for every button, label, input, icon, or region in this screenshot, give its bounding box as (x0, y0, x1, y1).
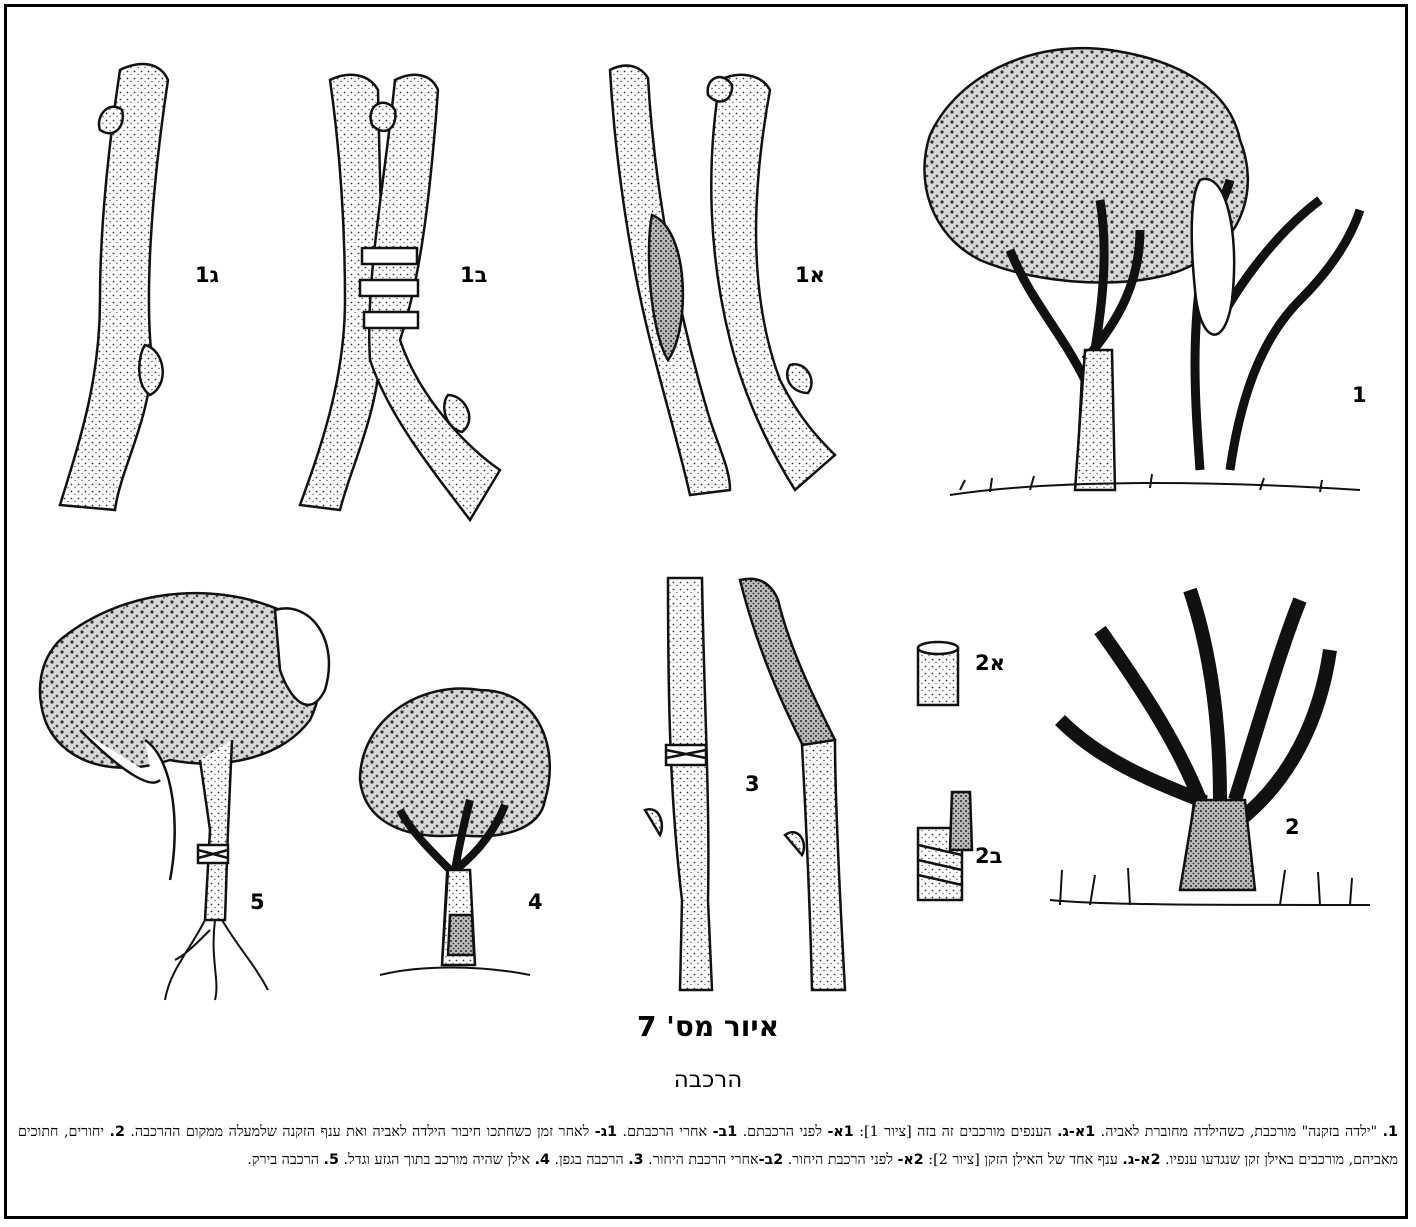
label-2a: א2 (975, 651, 1005, 675)
label-1a: א1 (795, 263, 825, 287)
label-1b: ב1 (460, 263, 487, 287)
stump-2b-illustration (918, 792, 972, 900)
label-1: 1 (1352, 383, 1367, 407)
label-2: 2 (1285, 815, 1300, 839)
label-3: 3 (745, 772, 760, 796)
caption-marker: 2. (110, 1124, 125, 1140)
caption-text: ענף אחד של האילן הזקן [ציור 2]: (924, 1152, 1123, 1168)
caption-marker: 1א- (827, 1124, 853, 1140)
caption-marker: 2א-ג. (1122, 1152, 1160, 1168)
caption-marker: 4. (535, 1152, 550, 1168)
caption-text: לפני הרכבתם. (737, 1124, 827, 1140)
caption-text: "ילדה בזקנה" מורכבת, כשהילדה מחוברת לאבי… (1095, 1124, 1382, 1140)
caption-text: הרכבה בגפן. (550, 1152, 628, 1168)
caption-text: אחרי הרכבתם. (617, 1124, 713, 1140)
branch-1b-illustration (300, 75, 500, 520)
grafting-illustrations (0, 0, 1416, 1010)
label-2b: ב2 (975, 844, 1002, 868)
caption-marker: 2ב- (759, 1152, 784, 1168)
figure-title: איור מס' 7 (0, 1010, 1416, 1043)
caption-text: אחרי הרכבת היחור. (644, 1152, 759, 1168)
stump-2a-illustration (918, 642, 958, 705)
caption-text: לפני הרכבת היחור. (783, 1152, 897, 1168)
label-4: 4 (528, 890, 543, 914)
vegetable-5-illustration (40, 593, 329, 1000)
tree-2-illustration (1050, 590, 1370, 905)
caption-marker: 1ג- (595, 1124, 617, 1140)
figure-caption: 1. "ילדה בזקנה" מורכבת, כשהילדה מחוברת ל… (18, 1118, 1398, 1174)
tree-1-illustration (924, 48, 1360, 495)
label-1g: ג1 (195, 263, 219, 287)
caption-text: הענפים מורכבים זה בזה [ציור 1]: (854, 1124, 1057, 1140)
label-5: 5 (250, 890, 265, 914)
tree-4-illustration (360, 688, 550, 975)
caption-marker: 1ב- (713, 1124, 738, 1140)
caption-marker: 1. (1383, 1124, 1398, 1140)
caption-marker: 2א- (897, 1152, 923, 1168)
caption-marker: 3. (628, 1152, 643, 1168)
figure-subtitle: הרכבה (0, 1067, 1416, 1093)
branch-1g-illustration (60, 64, 168, 510)
caption-marker: 5. (324, 1152, 339, 1168)
caption-marker: 1א-ג. (1057, 1124, 1095, 1140)
caption-text: לאחר זמן כשחתכו חיבור הילדה לאביה ואת ענ… (125, 1124, 595, 1140)
caption-text: הרכבה בירק. (247, 1152, 323, 1168)
caption-text: אילן שהיה מורכב בתוך הגזע וגדל. (339, 1152, 535, 1168)
